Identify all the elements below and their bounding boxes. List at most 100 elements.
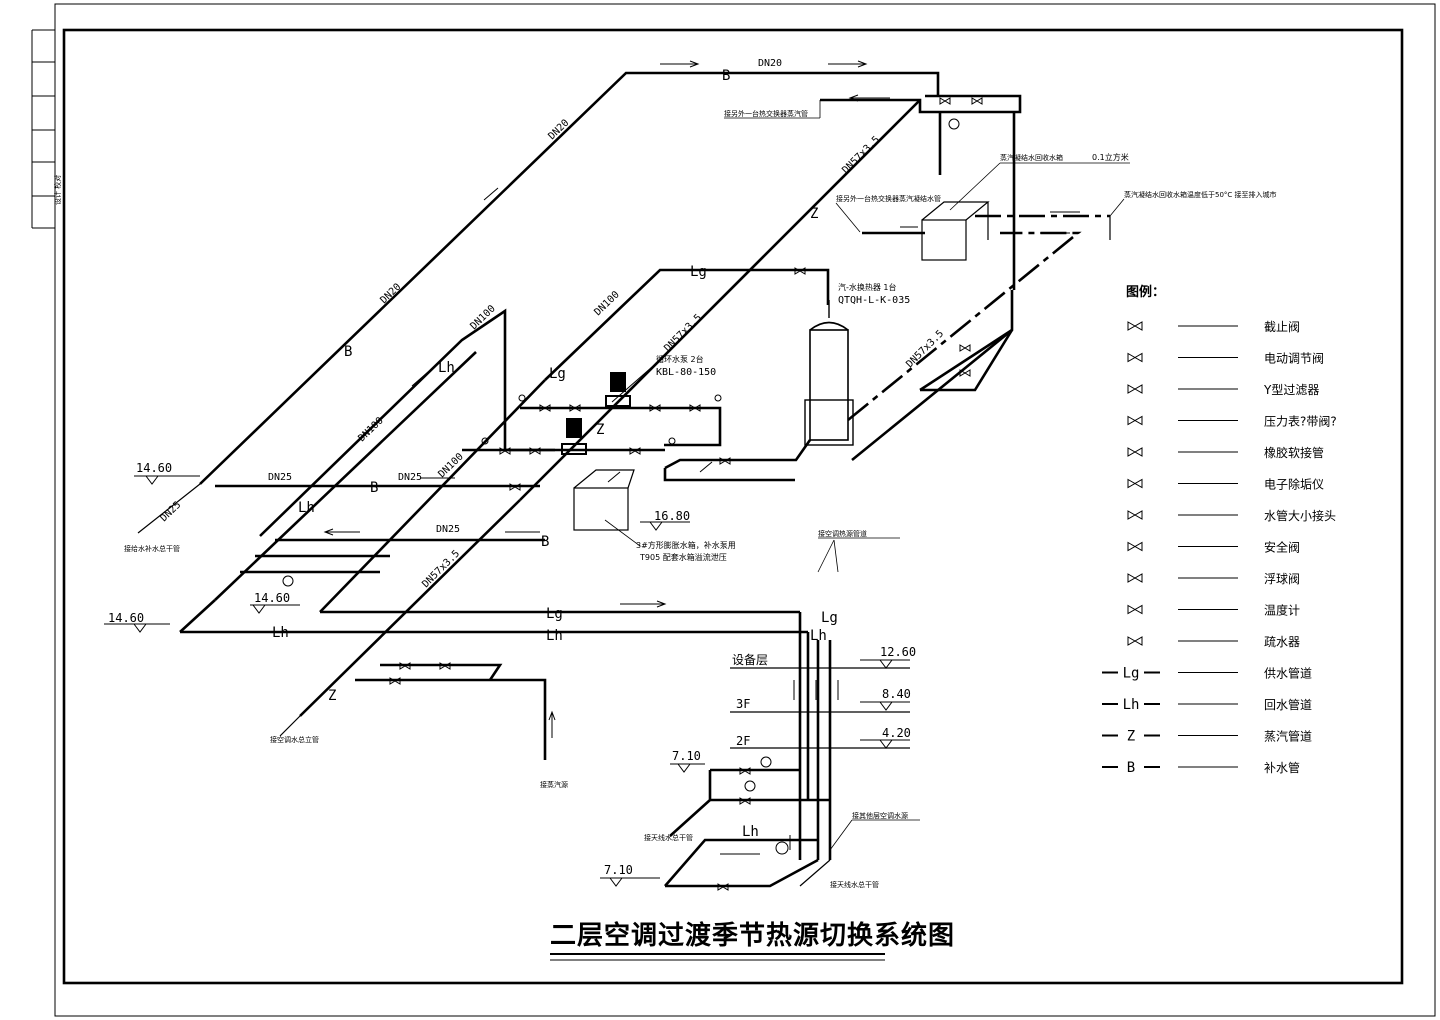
legend-heading: 图例： [1126, 284, 1165, 300]
label-b-low: B [541, 534, 549, 550]
legend-item: 橡胶软接管 [1127, 445, 1324, 460]
label-lg-top: Lg [690, 264, 707, 280]
size-dn57-b: DN57x3.5 [662, 312, 704, 354]
label-lh-lower: Lh [742, 824, 759, 840]
floor-2f: 2F [736, 734, 750, 748]
steam-trap-icon [1127, 636, 1143, 646]
y-strainer-icon [1127, 384, 1143, 394]
legend-symbol-text: Z [1127, 729, 1135, 745]
legend-item: 水管大小接头 [1127, 508, 1336, 523]
label-z-pump: Z [596, 422, 604, 438]
heat-exchanger [804, 300, 854, 446]
hx-name: 汽-水换热器 1台 [838, 282, 897, 292]
stop-valve-icon [1127, 321, 1143, 331]
legend-symbol-text: B [1127, 760, 1135, 776]
legend-label: 补水管 [1264, 760, 1300, 775]
legend-item: 电动调节阀 [1127, 352, 1324, 366]
note-1: 接另外一台热交换器蒸汽管 [724, 109, 808, 118]
pressure-gauge-icon [1127, 415, 1143, 426]
size-dn100-c: DN100 [356, 415, 385, 444]
supply-line-icon: Lg [1102, 663, 1160, 682]
label-b-mid: B [344, 344, 352, 360]
elev-1460-b: 14.60 [108, 611, 144, 625]
elevation-marks [104, 475, 910, 887]
note-11: 接天线水总干管 [830, 880, 879, 889]
legend-label: 橡胶软接管 [1264, 445, 1324, 460]
size-dn25-d: DN25 [158, 500, 183, 525]
legend-item: Lh 回水管道 [1102, 695, 1312, 713]
legend-label: 疏水器 [1264, 634, 1300, 649]
label-lg-bottom: Lg [546, 606, 563, 622]
label-b-top: B [722, 68, 730, 84]
note-9: 接空调热源管道 [818, 529, 867, 538]
pump-1 [605, 372, 631, 407]
note-5: 接给水补水总干管 [124, 544, 180, 553]
elevation-labels: 14.60 14.60 14.60 16.80 12.60 8.40 4.20 … [108, 461, 916, 877]
pump-name: 循环水泵 2台 [656, 354, 704, 364]
note-6: 接空调水总立管 [270, 735, 319, 744]
equipment-labels: 循环水泵 2台 KBL-80-150 汽-水换热器 1台 QTQH-L-K-03… [604, 152, 1130, 562]
elev-840: 8.40 [882, 687, 911, 701]
legend-label: 电动调节阀 [1264, 352, 1324, 366]
legend-item: Lg 供水管道 [1102, 663, 1312, 682]
size-dn57-top: DN57x3.5 [840, 134, 882, 176]
legend-label: 截止阀 [1264, 320, 1300, 334]
reducer-icon [1127, 510, 1143, 520]
label-z-bottom: Z [328, 688, 336, 704]
label-lh-left: Lh [298, 500, 315, 516]
note-8: 接蒸汽源 [540, 780, 568, 789]
legend-item: 温度计 [1127, 603, 1300, 618]
elev-710-a: 7.10 [672, 749, 701, 763]
legend-item: 安全阀 [1127, 540, 1300, 555]
legend-item: Y型过滤器 [1127, 383, 1319, 397]
legend-label: Y型过滤器 [1263, 383, 1319, 397]
sheet-frame: 设计 校对 [31, 3, 1436, 1017]
thermometer-icon [1127, 604, 1143, 615]
safety-valve-icon [1127, 541, 1143, 552]
size-dn57-d: DN57x3.5 [420, 548, 462, 590]
size-dn57-c: DN57x3.5 [904, 328, 946, 370]
return-line-icon: Lh [1102, 695, 1160, 713]
makeup-line-icon: B [1102, 758, 1160, 776]
legend-label: 水管大小接头 [1264, 508, 1336, 523]
condensate-tank [921, 201, 990, 261]
label-lg-riser: Lg [821, 610, 838, 626]
flow-arrows [323, 60, 1080, 855]
floor-labels: 设备层 3F 2F [732, 653, 768, 748]
valve-markers [282, 97, 983, 891]
note-12: 接其他层空调水源 [852, 811, 908, 820]
legend-symbol-text: Lg [1123, 666, 1140, 682]
legend-label: 温度计 [1264, 603, 1300, 618]
pipe-network [137, 71, 1111, 888]
label-lh-mid: Lh [438, 360, 455, 376]
drawing-title-block: 二层空调过渡季节热源切换系统图 [550, 920, 954, 961]
label-lg-mid: Lg [549, 366, 566, 382]
legend-label: 电子除垢仪 [1264, 477, 1324, 492]
size-dn20-diag2: DN20 [378, 282, 403, 307]
note-2: 接另外一台热交换器蒸汽凝结水管 [836, 194, 941, 203]
note-3: 蒸汽凝结水回收水箱 [1000, 153, 1063, 162]
pipe-labels: B B B B Lg Lg Lg Lg Lh Lh Lh Lh Lh Lh Z … [272, 68, 838, 840]
elev-1680: 16.80 [654, 509, 690, 523]
label-z-top: Z [810, 206, 818, 222]
tank-line1: 3#方形膨胀水箱，补水泵用 [636, 540, 736, 550]
label-lh-riser: Lh [810, 628, 827, 644]
legend-item: B 补水管 [1102, 758, 1300, 776]
legend-item: 浮球阀 [1127, 572, 1300, 586]
size-dn25-c: DN25 [436, 524, 460, 535]
steam-line-icon: Z [1102, 726, 1160, 745]
legend-label: 压力表?带阀? [1264, 415, 1337, 429]
note-10: 接天线水总干管 [644, 833, 693, 842]
elev-1260: 12.60 [880, 645, 916, 659]
note-4: 蒸汽凝结水回收水箱温度低于50°C 接至排入城市 [1124, 190, 1277, 199]
float-valve-icon [1127, 573, 1143, 583]
legend-label: 供水管道 [1264, 666, 1312, 681]
hx-model: QTQH-L-K-035 [838, 295, 910, 306]
legend-label: 回水管道 [1264, 697, 1312, 712]
label-lh-bottom2: Lh [546, 628, 563, 644]
size-dn20-top: DN20 [758, 58, 782, 69]
